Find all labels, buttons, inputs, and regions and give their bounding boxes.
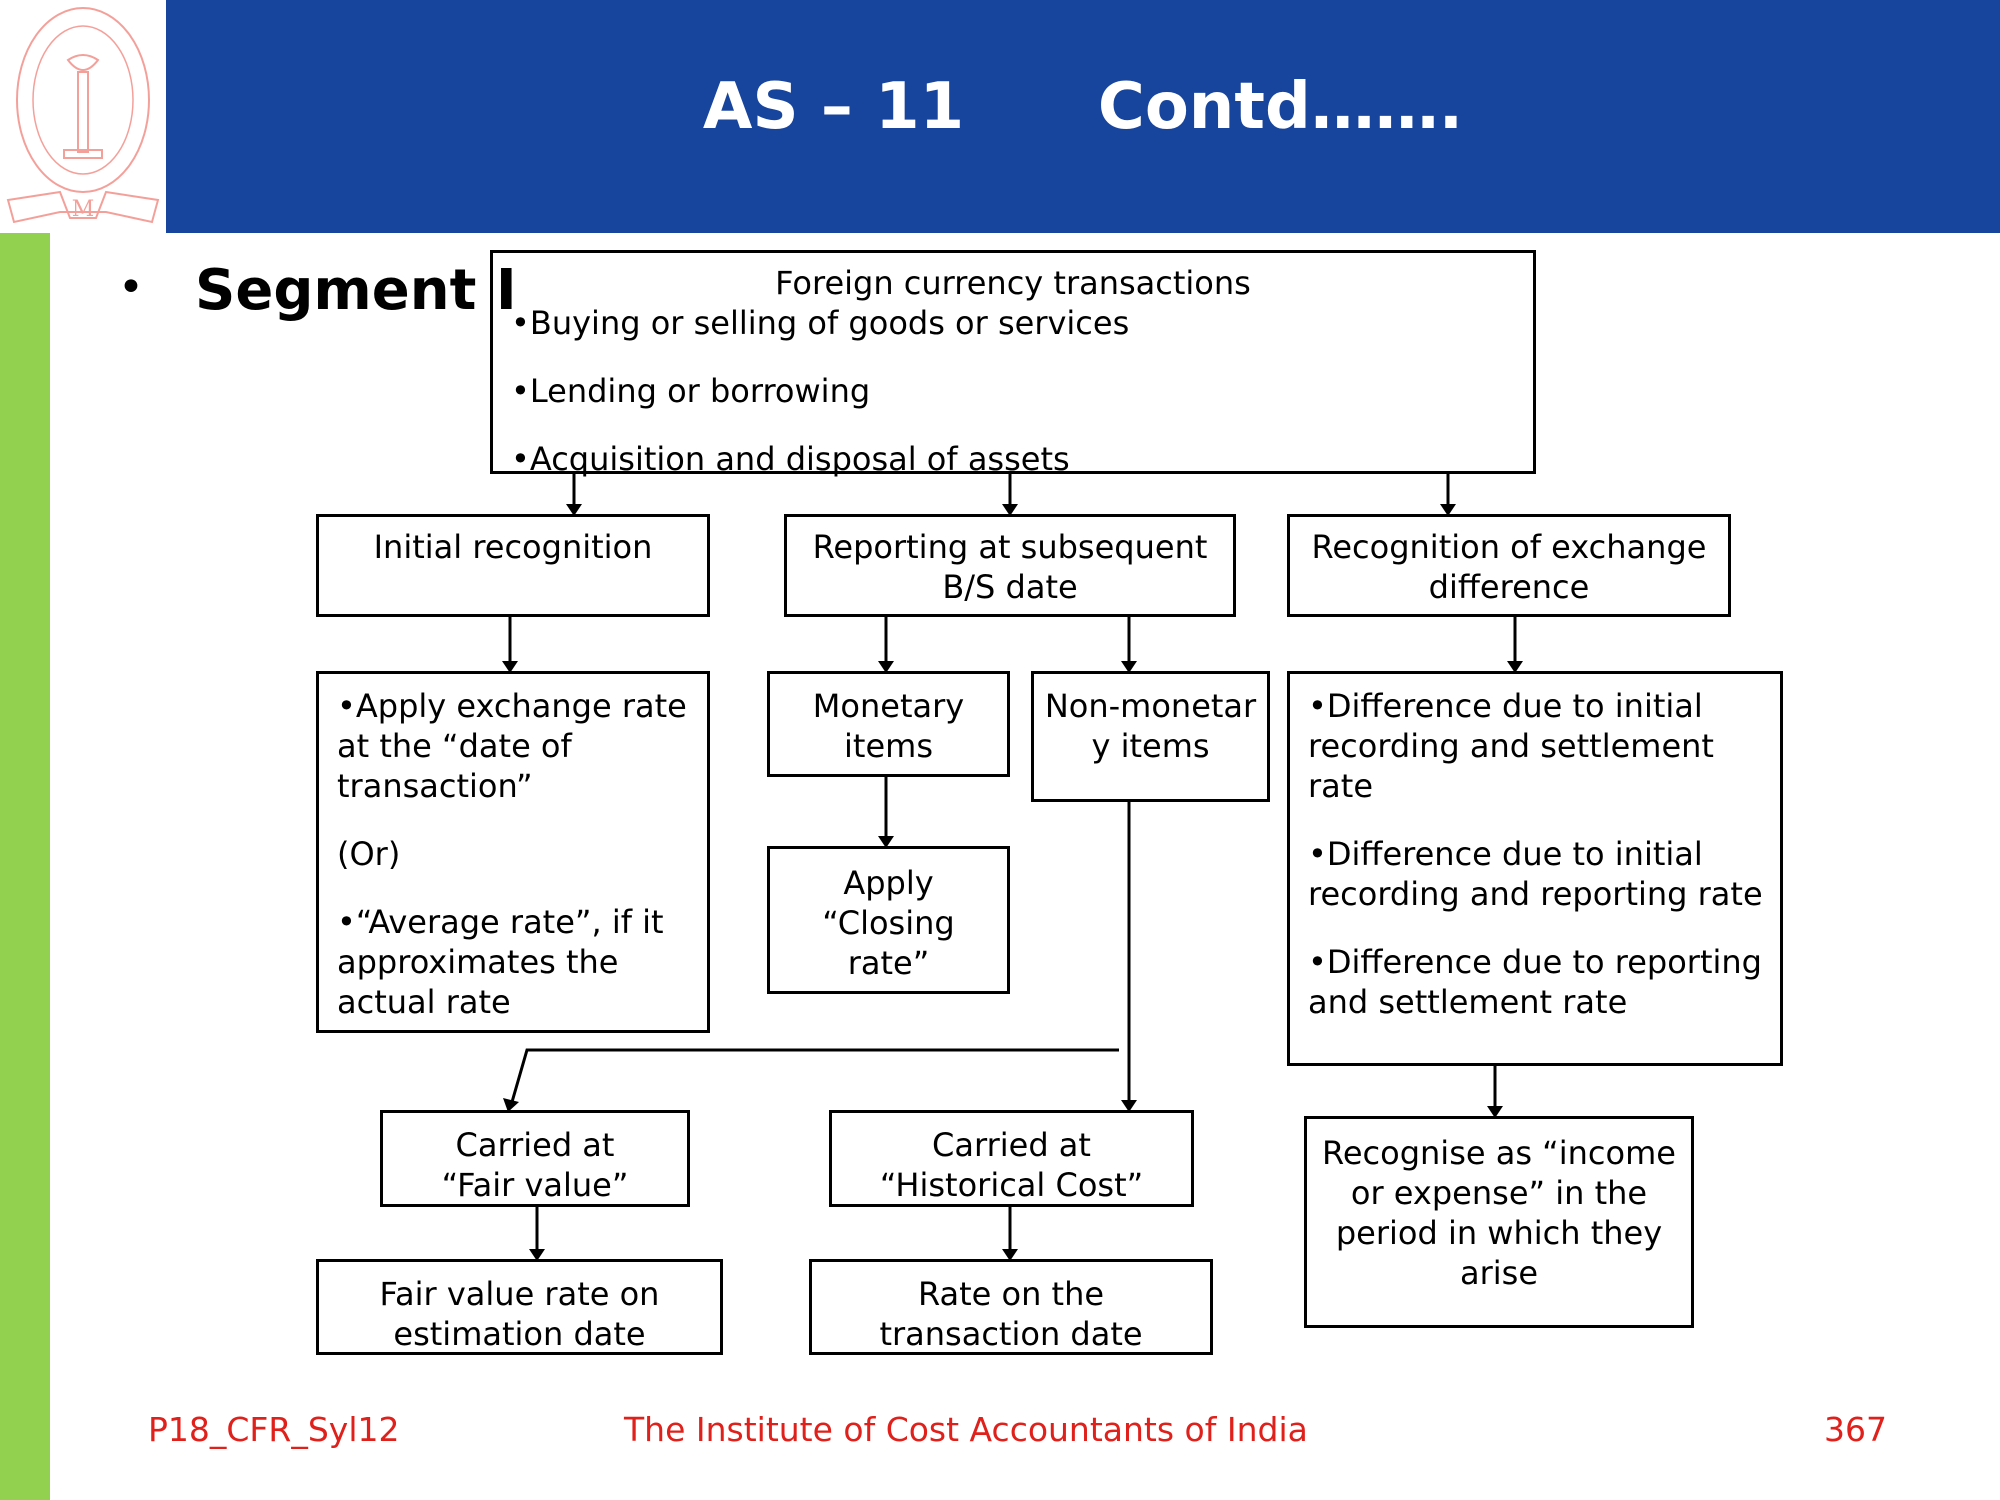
foreign-currency-box: Foreign currency transactions •Buying or… bbox=[490, 250, 1536, 478]
recognise-income-expense-box: Recognise as “income or expense” in the … bbox=[1304, 1116, 1694, 1328]
non-monetary-items-box: Non-monetary items bbox=[1031, 671, 1270, 802]
arrow-to-fair-value bbox=[510, 1048, 1119, 1103]
footer-code: P18_CFR_Syl12 bbox=[148, 1410, 400, 1449]
page-number: 367 bbox=[1824, 1410, 1887, 1449]
difference-item: •Difference due to reporting and settlem… bbox=[1308, 943, 1762, 1021]
apply-closing-rate-box: Apply “Closing rate” bbox=[767, 846, 1010, 994]
fair-value-rate-label: Fair value rate on estimation date bbox=[379, 1275, 660, 1353]
recognition-label: Recognition of exchange difference bbox=[1311, 528, 1707, 606]
slide-title: AS – 11 Contd……. bbox=[702, 70, 1464, 144]
exchange-rate-rule: •Apply exchange rate at the “date of tra… bbox=[337, 687, 687, 805]
transaction-rate-label: Rate on the transaction date bbox=[879, 1275, 1143, 1353]
transaction-type-item: •Acquisition and disposal of assets bbox=[511, 440, 1070, 478]
reporting-box: Reporting at subsequent B/S date bbox=[784, 514, 1236, 617]
foreign-currency-title: Foreign currency transactions bbox=[775, 264, 1251, 302]
footer-institute: The Institute of Cost Accountants of Ind… bbox=[624, 1410, 1308, 1449]
recognition-box: Recognition of exchange difference bbox=[1287, 514, 1731, 617]
transaction-type-item: •Buying or selling of goods or services bbox=[511, 304, 1130, 342]
or-label: (Or) bbox=[337, 835, 401, 873]
apply-exchange-box: •Apply exchange rate at the “date of tra… bbox=[316, 671, 710, 1033]
carried-historical-cost-label: Carried at “Historical Cost” bbox=[879, 1126, 1144, 1204]
monetary-items-label: Monetary items bbox=[812, 687, 965, 765]
exchange-differences-box: •Difference due to initial recording and… bbox=[1287, 671, 1783, 1066]
title-bar: AS – 11 Contd……. bbox=[166, 0, 2000, 233]
accent-strip bbox=[0, 233, 50, 1500]
carried-historical-cost-box: Carried at “Historical Cost” bbox=[829, 1110, 1194, 1207]
recognise-income-expense-label: Recognise as “income or expense” in the … bbox=[1322, 1134, 1676, 1292]
difference-item: •Difference due to initial recording and… bbox=[1308, 835, 1763, 913]
fair-value-rate-box: Fair value rate on estimation date bbox=[316, 1259, 723, 1355]
transaction-type-item: •Lending or borrowing bbox=[511, 372, 871, 410]
monetary-items-box: Monetary items bbox=[767, 671, 1010, 777]
reporting-label: Reporting at subsequent B/S date bbox=[812, 528, 1208, 606]
bullet-marker: • bbox=[118, 262, 144, 313]
svg-text:M: M bbox=[72, 197, 95, 222]
carried-fair-value-box: Carried at “Fair value” bbox=[380, 1110, 690, 1207]
carried-fair-value-label: Carried at “Fair value” bbox=[441, 1126, 629, 1204]
difference-item: •Difference due to initial recording and… bbox=[1308, 687, 1714, 805]
transaction-rate-box: Rate on the transaction date bbox=[809, 1259, 1213, 1355]
non-monetary-items-label: Non-monetary items bbox=[1044, 687, 1257, 765]
institute-logo: M bbox=[0, 0, 166, 233]
initial-recognition-box: Initial recognition bbox=[316, 514, 710, 617]
average-rate-rule: •“Average rate”, if it approximates the … bbox=[337, 903, 664, 1021]
apply-closing-rate-label: Apply “Closing rate” bbox=[822, 864, 955, 982]
initial-recognition-label: Initial recognition bbox=[373, 528, 653, 566]
segment-heading: Segment I bbox=[195, 258, 517, 323]
